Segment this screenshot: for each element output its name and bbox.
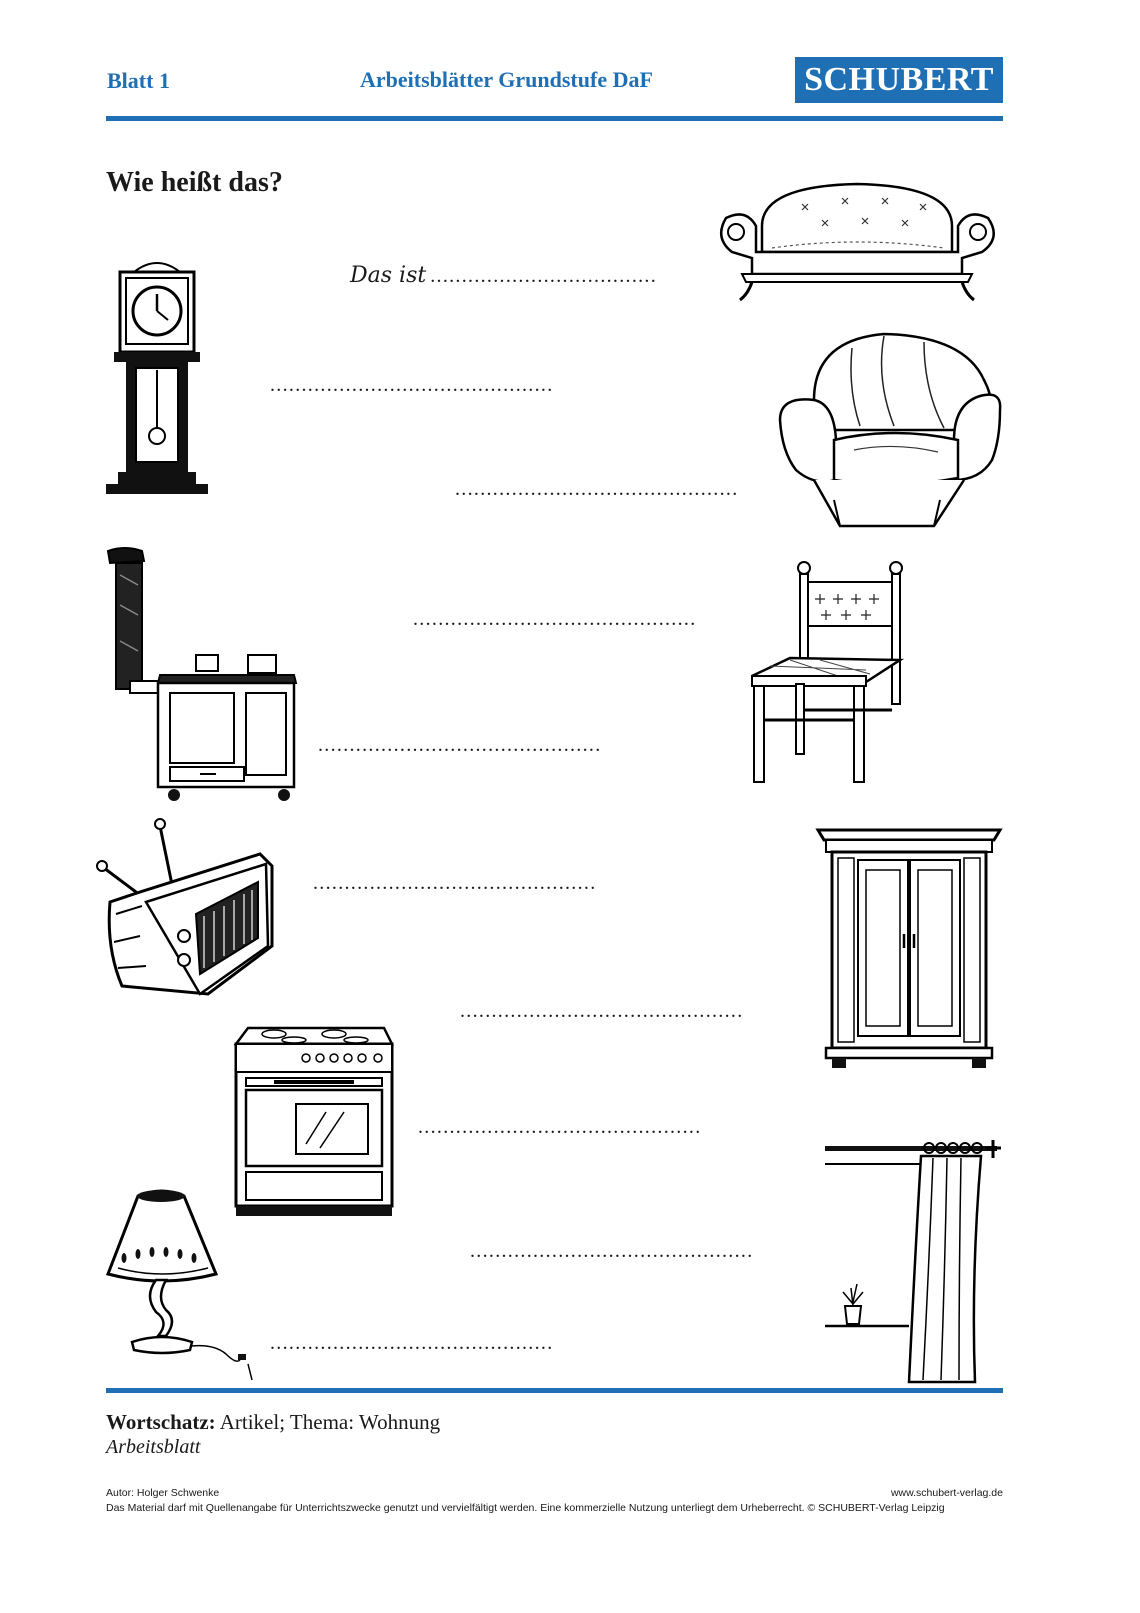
- armchair-icon: [774, 330, 1004, 530]
- tiled-stove-icon: [104, 545, 304, 801]
- topic-value: Artikel; Thema: Wohnung: [219, 1410, 441, 1434]
- sofa-icon: [712, 178, 1002, 304]
- sheet-number: Blatt 1: [107, 68, 170, 93]
- table-lamp-icon: [104, 1188, 256, 1382]
- example-line: Das ist ................................…: [350, 263, 657, 288]
- grandfather-clock-icon: [106, 258, 208, 494]
- answer-line-5[interactable]: ........................................…: [313, 872, 597, 894]
- footer-rule: [106, 1388, 1003, 1393]
- answer-line-4[interactable]: ........................................…: [318, 734, 602, 756]
- answer-line-2[interactable]: ........................................…: [455, 478, 739, 500]
- electric-stove-icon: [234, 1024, 394, 1216]
- answer-line-6[interactable]: ........................................…: [460, 1000, 744, 1022]
- example-prefix: Das ist: [350, 263, 427, 288]
- website-link[interactable]: www.schubert-verlag.de: [890, 1487, 1003, 1499]
- answer-line-example[interactable]: ....................................: [430, 265, 658, 287]
- chair-icon: [750, 560, 906, 786]
- footer-topic: Wortschatz: Artikel; Thema: Wohnung: [106, 1410, 440, 1435]
- answer-line-7[interactable]: ........................................…: [418, 1116, 702, 1138]
- license-note: Das Material darf mit Quellenangabe für …: [106, 1502, 945, 1514]
- exercise-title: Wie heißt das?: [106, 167, 283, 198]
- answer-line-3[interactable]: ........................................…: [413, 608, 697, 630]
- answer-line-9[interactable]: ........................................…: [270, 1332, 554, 1354]
- wardrobe-icon: [816, 826, 1002, 1068]
- topic-label: Wortschatz:: [106, 1410, 216, 1434]
- worksheet-type: Arbeitsblatt: [106, 1436, 201, 1458]
- answer-line-8[interactable]: ........................................…: [470, 1240, 754, 1262]
- answer-line-1[interactable]: ........................................…: [270, 374, 554, 396]
- author: Autor: Holger Schwenke: [106, 1487, 220, 1499]
- series-title: Arbeitsblätter Grundstufe DaF: [360, 67, 653, 92]
- publisher-logo: SCHUBERT: [795, 57, 1003, 103]
- television-icon: [96, 818, 278, 1004]
- header-rule: [106, 116, 1003, 121]
- curtain-icon: [825, 1136, 1005, 1386]
